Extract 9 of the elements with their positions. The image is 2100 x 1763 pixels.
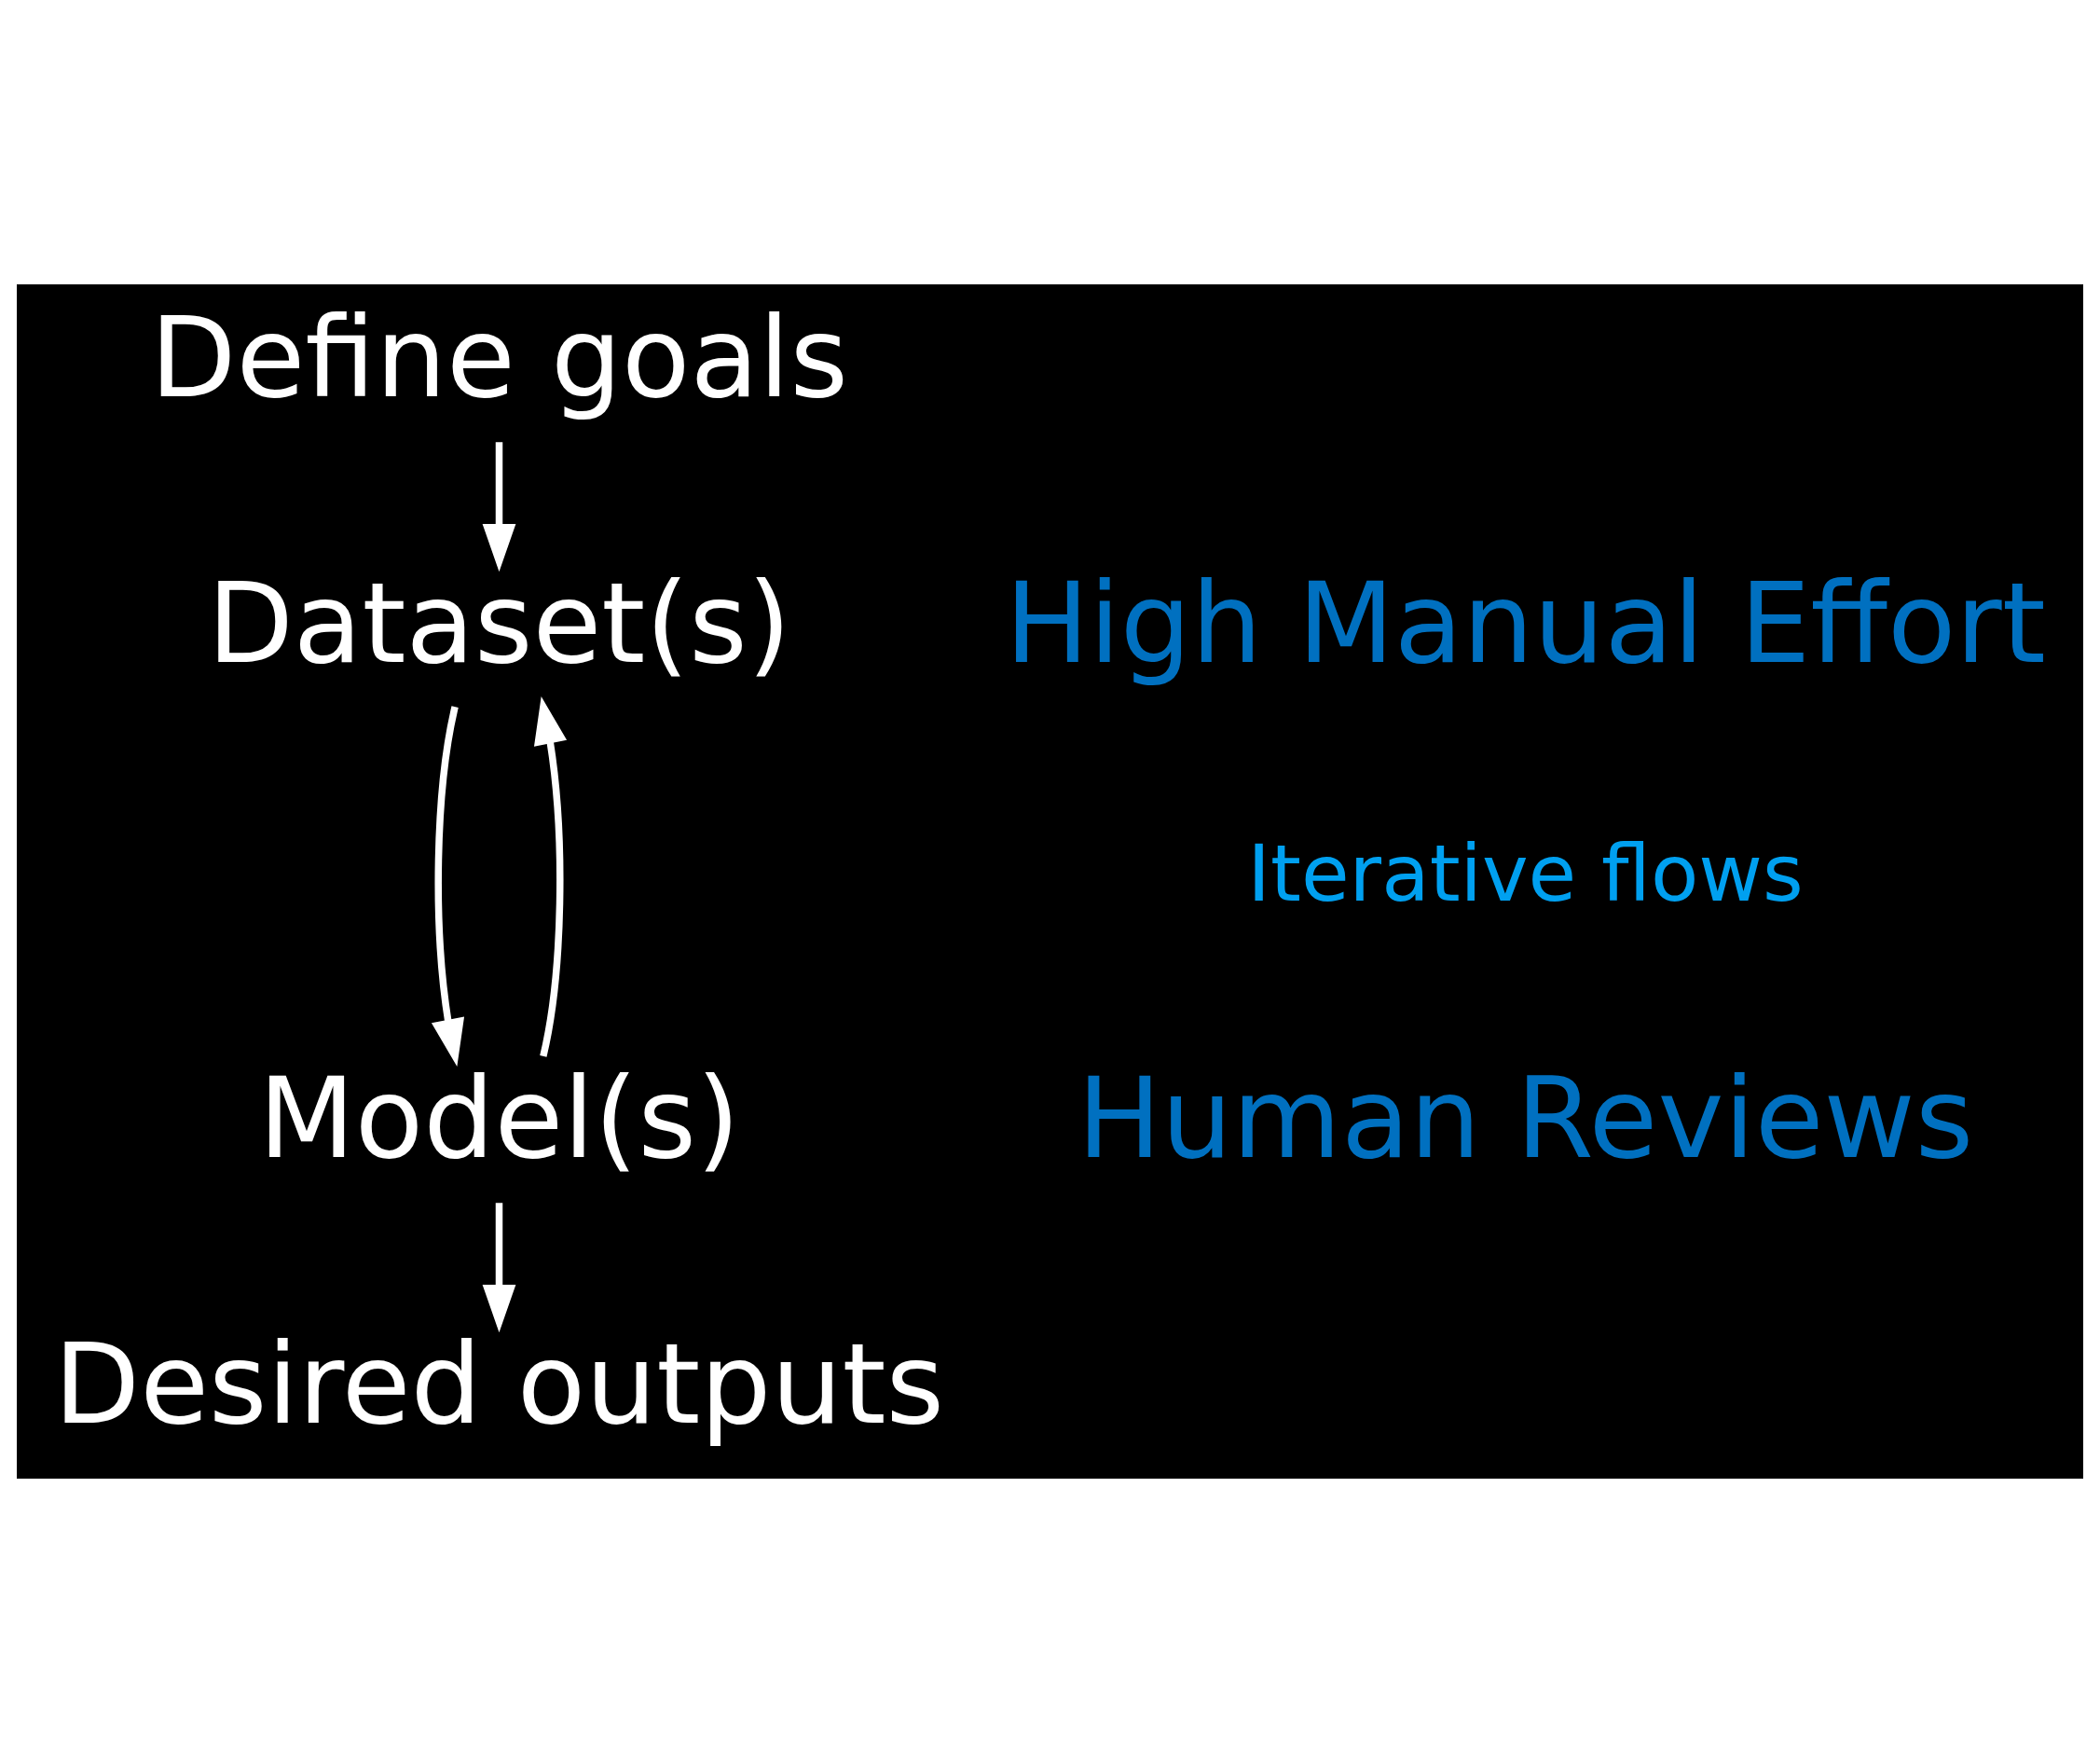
label: High Manual Effort (1005, 558, 2046, 688)
label: Iterative flows (1247, 828, 1804, 920)
node-text: Dataset(s) (207, 558, 791, 688)
node-text: Desired outputs (53, 1319, 945, 1449)
node-text: Model(s) (258, 1054, 740, 1183)
label: Human Reviews (1077, 1054, 1974, 1183)
node-text: Define goals (150, 293, 848, 422)
arrow (533, 696, 568, 1057)
arrow (431, 706, 465, 1067)
